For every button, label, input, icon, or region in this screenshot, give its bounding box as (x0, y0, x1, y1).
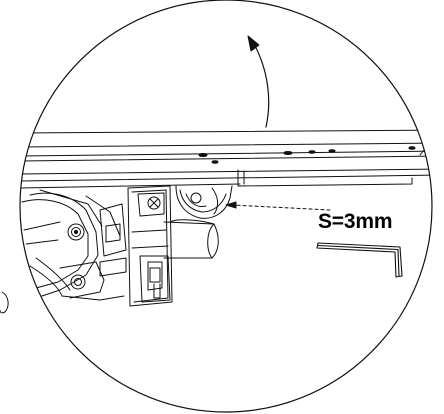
allen-key-icon (316, 242, 403, 278)
adjustment-housing (127, 185, 219, 307)
pivot-bolt (70, 274, 86, 290)
frame-rail (20, 129, 432, 189)
magnifier-circle (19, 0, 433, 413)
arm-linkage (21, 189, 127, 301)
pivot-bolt (67, 223, 85, 241)
adjustment-screw (147, 196, 161, 210)
magnified-view: S=3mm (20, 35, 432, 307)
dashed-arrow-left-icon (225, 201, 331, 211)
bracket-fragment-outside (0, 291, 9, 314)
hex-key-size-label: S=3mm (318, 210, 392, 233)
cam-wheel (175, 185, 233, 219)
curved-arrow-up-icon (247, 35, 270, 128)
